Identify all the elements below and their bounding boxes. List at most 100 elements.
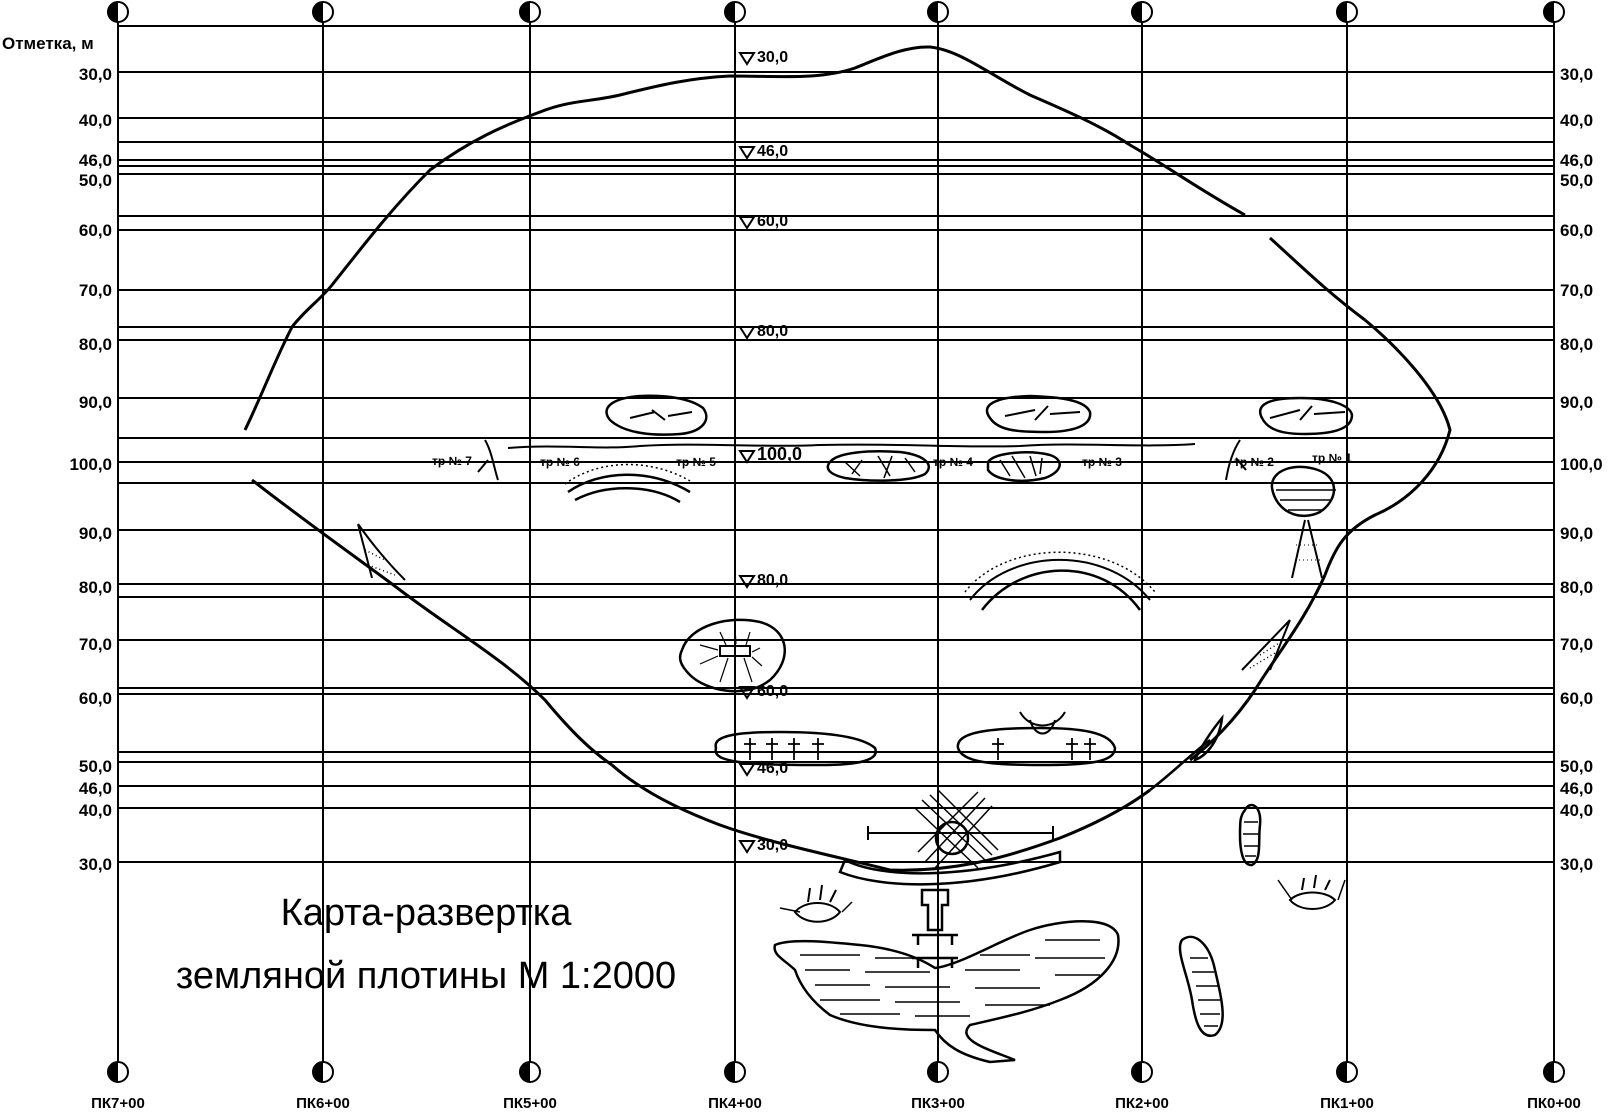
gully-left [357, 523, 406, 581]
picket-label: ПК7+00 [91, 1095, 145, 1112]
elevation-label-left: 70,0 [79, 635, 112, 654]
depression-ring [678, 618, 786, 693]
level-mark: 100,0 [738, 444, 802, 464]
elevation-label-right: 80,0 [1560, 578, 1593, 597]
level-mark: 60,0 [738, 683, 788, 700]
reservoir [773, 920, 1120, 1064]
elevation-label-left: 100,0 [69, 455, 112, 474]
marsh-right [1277, 874, 1346, 910]
level-mark-label: 100,0 [757, 444, 802, 464]
inspection-well [1270, 465, 1336, 579]
level-mark-label: 30,0 [757, 837, 788, 854]
elevation-label-left: 70,0 [79, 281, 112, 300]
picket-circle [724, 1061, 746, 1083]
pit-label: тр № 1 [1312, 451, 1352, 465]
elevation-label-left: 60,0 [79, 689, 112, 708]
elevation-label-left: 50,0 [79, 171, 112, 190]
level-mark-label: 30,0 [757, 49, 788, 66]
elevation-label-left: 90,0 [79, 524, 112, 543]
pit-label: тр № 2 [1234, 455, 1274, 469]
picket-circle [519, 1061, 541, 1083]
elevation-label-left: 46,0 [79, 151, 112, 170]
crest-line [507, 443, 1196, 449]
elevation-label-right: 40,0 [1560, 801, 1593, 820]
elevation-label-right: 30,0 [1560, 855, 1593, 874]
elevation-label-right: 100,0 [1560, 455, 1603, 474]
elevation-label-left: 40,0 [79, 111, 112, 130]
elevation-label-right: 60,0 [1560, 221, 1593, 240]
pit-7-mark [477, 439, 499, 481]
level-mark-label: 60,0 [757, 683, 788, 700]
picket-circle [927, 1061, 949, 1083]
berm-arch [964, 551, 1156, 611]
pond-elongated [1178, 935, 1224, 1037]
map-title-line-2: земляной плотины М 1:2000 [176, 955, 676, 997]
elevation-label-right: 50,0 [1560, 171, 1593, 190]
elevation-label-left: 46,0 [79, 779, 112, 798]
level-mark: 46,0 [738, 143, 788, 160]
elevation-label-right: 46,0 [1560, 151, 1593, 170]
level-mark-label: 80,0 [757, 572, 788, 589]
elevation-label-right: 46,0 [1560, 779, 1593, 798]
picket-label: ПК6+00 [296, 1095, 350, 1112]
map-title-line-1: Карта-развертка [281, 892, 573, 934]
elevation-label-left: 80,0 [79, 578, 112, 597]
elevation-label-right: 30,0 [1560, 65, 1593, 84]
picket-circle [1543, 1061, 1565, 1083]
picket-label: ПК5+00 [503, 1095, 557, 1112]
pit-label: тр № 6 [540, 455, 580, 469]
crest-lens-left [826, 450, 931, 482]
spillway [838, 850, 1062, 968]
level-mark-label: 46,0 [757, 760, 788, 777]
crest-lens-right [986, 451, 1061, 482]
elevation-label-left: 80,0 [79, 335, 112, 354]
picket-circle [1543, 1, 1565, 23]
picket-circle [927, 1, 949, 23]
elevation-label-right: 70,0 [1560, 635, 1593, 654]
pit-label: тр № 4 [933, 455, 973, 469]
slope-mound-left [605, 394, 708, 436]
pit-2-mark [1225, 439, 1247, 481]
elevation-axis-caption: Отметка, м [2, 34, 94, 53]
picket-circle [519, 1, 541, 23]
arc-feature-left [564, 463, 696, 504]
elevation-label-right: 70,0 [1560, 281, 1593, 300]
level-mark: 46,0 [738, 760, 788, 777]
picket-circle [724, 1, 746, 23]
wet-zone-left [714, 730, 877, 767]
elevation-label-right: 40,0 [1560, 111, 1593, 130]
dam-outline [243, 45, 1452, 872]
elevation-label-left: 40,0 [79, 801, 112, 820]
elevation-label-left: 60,0 [79, 221, 112, 240]
picket-circle [1336, 1, 1358, 23]
elevation-label-left: 30,0 [79, 855, 112, 874]
wet-zone-right [956, 711, 1117, 767]
level-mark: 80,0 [738, 572, 788, 589]
picket-label: ПК3+00 [911, 1095, 965, 1112]
observation-point [867, 789, 1054, 869]
level-mark-label: 46,0 [757, 143, 788, 160]
pit-label: тр № 3 [1082, 455, 1122, 469]
elevation-label-right: 90,0 [1560, 524, 1593, 543]
gully-right [1241, 619, 1291, 671]
picket-circle [1131, 1061, 1153, 1083]
grid-lines [117, 12, 1555, 1072]
level-mark: 60,0 [738, 213, 788, 230]
picket-label: ПК2+00 [1115, 1095, 1169, 1112]
elevation-label-right: 80,0 [1560, 335, 1593, 354]
level-mark: 30,0 [738, 837, 788, 854]
slope-mound-center [985, 394, 1092, 434]
picket-circle [312, 1, 334, 23]
elevation-label-left: 50,0 [79, 757, 112, 776]
picket-circle [107, 1, 129, 23]
picket-circle [312, 1061, 334, 1083]
elevation-label-right: 90,0 [1560, 393, 1593, 412]
level-mark: 30,0 [738, 49, 788, 66]
elevation-label-left: 90,0 [79, 393, 112, 412]
level-mark-label: 80,0 [757, 323, 788, 340]
picket-label: ПК1+00 [1320, 1095, 1374, 1112]
slope-mound-right [1259, 396, 1354, 436]
picket-label: ПК4+00 [708, 1095, 762, 1112]
